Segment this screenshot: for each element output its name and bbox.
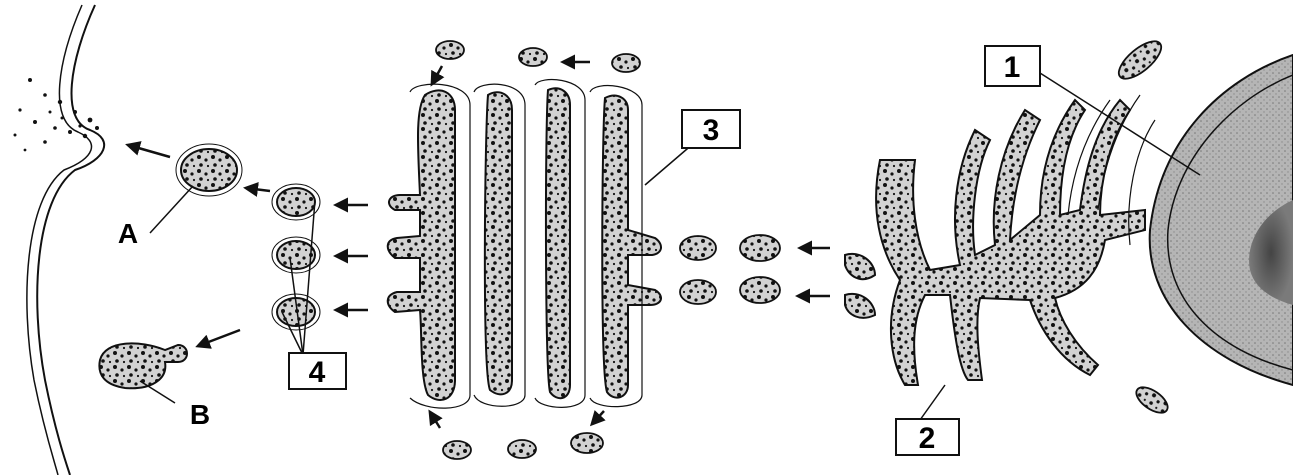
label-1: 1 (985, 46, 1040, 86)
endoplasmic-reticulum (845, 100, 1145, 385)
plasma-membrane (27, 5, 104, 475)
svg-text:1: 1 (1004, 51, 1021, 84)
svg-text:3: 3 (703, 114, 720, 147)
label-a: A (118, 218, 138, 249)
svg-text:4: 4 (309, 356, 326, 389)
label-4: 4 (289, 353, 346, 389)
label-3: 3 (682, 110, 740, 148)
svg-text:2: 2 (919, 422, 936, 455)
vesicle-a (176, 144, 242, 196)
label-2: 2 (896, 419, 959, 455)
label-b: B (190, 399, 210, 430)
vesicle-b (99, 343, 187, 388)
secreted-granules (14, 78, 100, 151)
nucleus (1150, 55, 1293, 385)
golgi-apparatus (388, 80, 661, 409)
